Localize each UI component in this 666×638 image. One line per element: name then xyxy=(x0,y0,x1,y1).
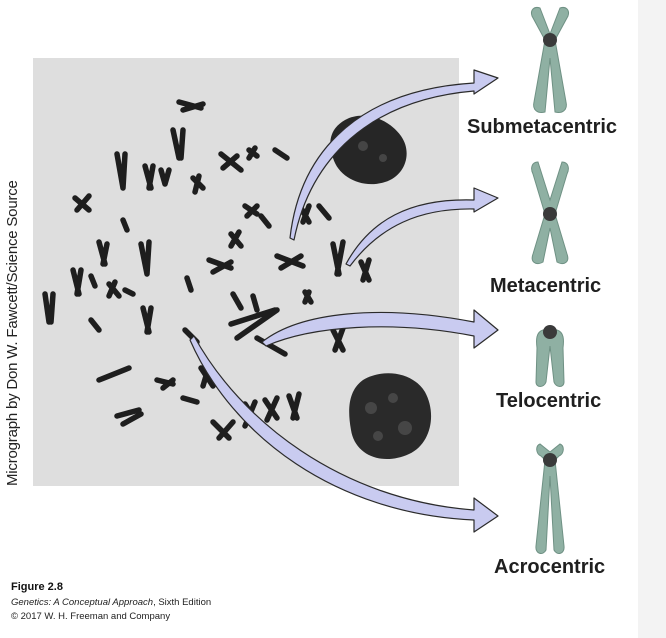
figure-source: Genetics: A Conceptual Approach, Sixth E… xyxy=(11,597,211,608)
label-submetacentric: Submetacentric xyxy=(467,116,618,138)
book-title: Genetics: A Conceptual Approach xyxy=(11,597,154,608)
figure-copyright: © 2017 W. H. Freeman and Company xyxy=(11,611,171,622)
submetacentric-chromosome-icon xyxy=(531,7,569,113)
telocentric-chromosome-icon xyxy=(535,325,565,387)
label-metacentric: Metacentric xyxy=(490,275,602,297)
arrow-submetacentric xyxy=(289,69,499,241)
arrow-metacentric xyxy=(345,187,499,267)
figure-number: Figure 2.8 xyxy=(11,581,63,593)
figure-panel: Micrograph by Don W. Fawcett/Science Sou… xyxy=(0,0,638,638)
arrow-acrocentric xyxy=(189,335,499,533)
nucleus-bottom xyxy=(349,373,432,460)
label-acrocentric: Acrocentric xyxy=(494,556,606,578)
acrocentric-chromosome-icon xyxy=(535,443,565,554)
arrow-telocentric xyxy=(261,309,499,349)
label-telocentric: Telocentric xyxy=(496,390,602,412)
book-edition: , Sixth Edition xyxy=(153,597,212,608)
metacentric-chromosome-icon xyxy=(531,161,569,265)
